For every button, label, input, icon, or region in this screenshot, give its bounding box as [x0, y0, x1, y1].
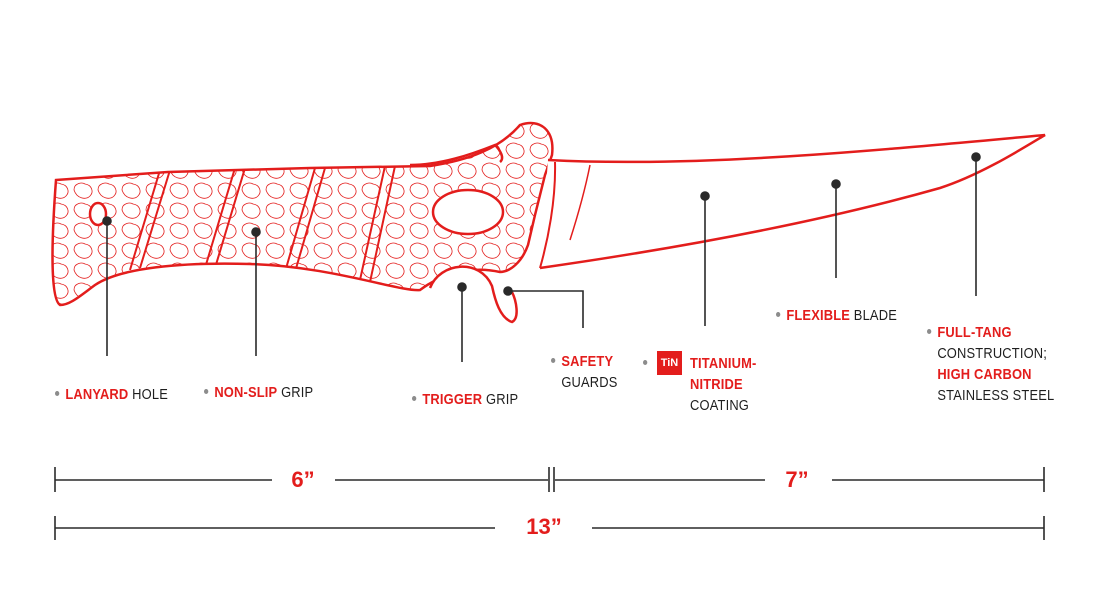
label-full-tang: FULL-TANG CONSTRUCTION; HIGH CARBON STAI… [927, 322, 1054, 406]
callout-leaders [102, 152, 981, 362]
bullet-icon [412, 395, 417, 401]
grip-bands [129, 165, 396, 283]
bullet-icon [204, 388, 209, 394]
dimension-handle-length: 6” [291, 467, 315, 492]
label-tin-bullet [643, 353, 653, 374]
label-safety-guards: SAFETY GUARDS [551, 351, 618, 393]
bullet-icon [927, 328, 932, 334]
bullet-icon [643, 359, 648, 365]
dimension-blade-length: 7” [785, 467, 809, 492]
dimension-total-length: 13” [526, 514, 562, 539]
finger-cutout [431, 188, 505, 236]
bullet-icon [55, 390, 60, 396]
label-trigger-grip: TRIGGER GRIP [412, 389, 518, 410]
label-non-slip-grip: NON-SLIP GRIP [204, 382, 313, 403]
label-lanyard-hole: LANYARD HOLE [55, 384, 168, 405]
dimension-lines [54, 467, 1045, 540]
lanyard-hole [88, 201, 108, 227]
label-flexible-blade: FLEXIBLE BLADE [776, 305, 897, 326]
tin-badge-icon: TiN [657, 351, 682, 375]
bullet-icon [551, 357, 556, 363]
knife-handle [51, 121, 554, 324]
knife-blade [539, 133, 1046, 270]
bullet-icon [776, 311, 781, 317]
label-titanium-nitride: TITANIUM- NITRIDE COATING [690, 355, 757, 414]
